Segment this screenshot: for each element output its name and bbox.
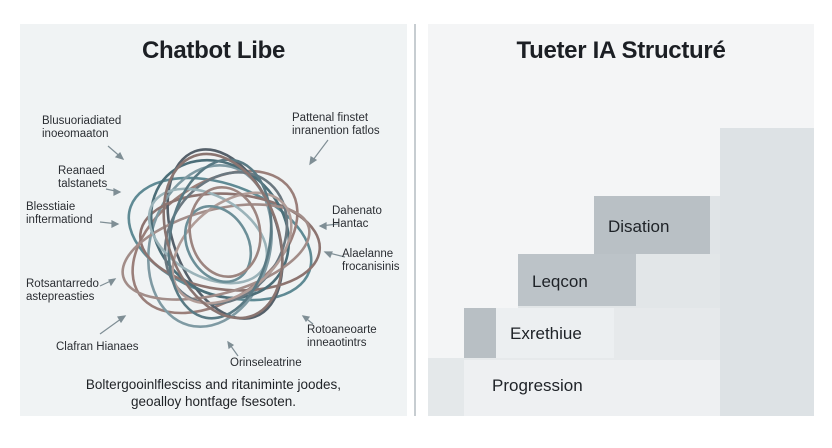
annotation-label: Rotsantarredo astepreasties [26, 278, 99, 303]
loop [183, 204, 253, 284]
arrow-head [117, 315, 127, 324]
step-leqcon: Leqcon [518, 254, 720, 308]
arrow-head [301, 315, 311, 323]
annotation-label: Blusuoriadiated inoeomaaton [42, 115, 122, 140]
annotation-label: Dahenato Hantac [332, 205, 382, 230]
annotation-label: Pattenal finstet inranention fatlos [292, 112, 380, 137]
annotation-label: Blesstiaie inftermationd [26, 201, 93, 226]
structure-panel-title: Tueter IA Structuré [516, 37, 726, 64]
step-label: Progression [492, 376, 583, 395]
step-label: Leqcon [532, 272, 588, 291]
step-riser [464, 308, 496, 358]
step-label: Exrethiue [510, 324, 582, 343]
tangled-loops-diagram [99, 139, 346, 357]
loop [121, 203, 311, 301]
chatbot-panel-title: Chatbot Libe [141, 37, 286, 64]
arrow-head [318, 222, 327, 230]
arrow-head [227, 340, 235, 350]
arrow-head [114, 151, 125, 160]
arrow-head [323, 251, 333, 259]
annotation-label: Orinseleatrine [230, 357, 302, 369]
chatbot-panel: Chatbot Libe [20, 24, 407, 416]
step-face [496, 308, 614, 358]
loop [162, 152, 284, 320]
annotation-label: Clafran Hianaes [56, 341, 139, 353]
diagram-caption: Boltergooinlflesciss and ritaniminte joo… [85, 377, 342, 409]
loop [167, 158, 273, 320]
annotation-label: Reanaed talstanets [58, 165, 108, 190]
arrow-head [113, 188, 122, 196]
step-exrethiue: Exrethiue [464, 308, 720, 360]
loop [138, 192, 322, 292]
step-riser [594, 196, 710, 254]
loop [171, 191, 293, 305]
loop [188, 185, 262, 279]
step-riser [518, 254, 636, 306]
annotation-label: Rotoaneoarte inneaotintrs [307, 324, 377, 349]
staircase-back-block [720, 128, 814, 416]
annotation-label: Alaelanne frocanisinis [342, 248, 400, 273]
arrow-head [111, 220, 120, 228]
structure-panel: Tueter IA Structuré Disation Leqcon Exre… [428, 24, 814, 416]
panel-divider [414, 24, 416, 416]
step-progression: Progression [464, 360, 720, 416]
step-disation: Disation [594, 196, 720, 256]
step-label: Disation [608, 217, 670, 236]
arrow-head [309, 156, 318, 166]
arrow-head [108, 278, 117, 287]
